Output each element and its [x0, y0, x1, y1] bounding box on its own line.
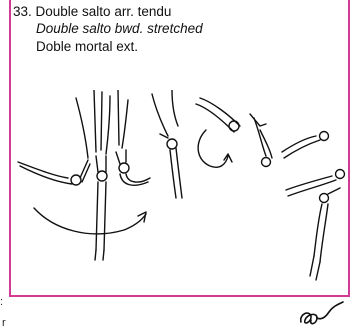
- gymnast-figure-5: [196, 98, 240, 132]
- gymnast-figure-6: [250, 114, 272, 167]
- gymnast-rings-sequence-icon: [10, 90, 348, 296]
- left-edge-mark-lower: r: [2, 318, 6, 329]
- left-edge-mark-upper: :: [0, 297, 3, 308]
- gymnast-figure-3: [116, 150, 150, 185]
- swing-arrow-large: [34, 208, 146, 234]
- gymnast-figure-4: [160, 134, 182, 198]
- element-title: 33. Double salto arr. tendu: [13, 4, 171, 19]
- handwritten-initials-icon: [295, 300, 347, 330]
- gymnast-figure-1: [18, 160, 90, 185]
- gymnast-figure-7: [282, 132, 329, 159]
- ring-cables: [76, 90, 178, 158]
- gymnast-figure-9: [310, 188, 340, 280]
- rotation-arrow-small: [198, 130, 232, 167]
- gymnast-figure-2: [95, 156, 107, 260]
- element-subtitle-spanish: Doble mortal ext.: [36, 39, 138, 54]
- element-subtitle-english: Double salto bwd. stretched: [36, 21, 203, 36]
- gymnast-figure-8: [286, 170, 345, 197]
